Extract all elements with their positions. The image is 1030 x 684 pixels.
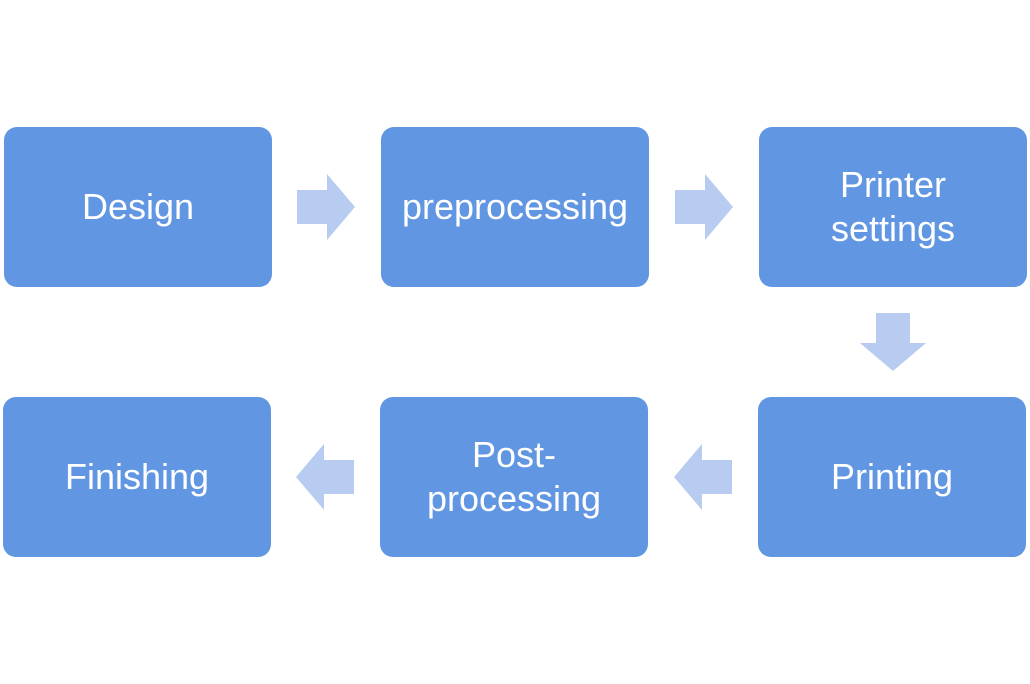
step-label: Post-processing [426, 434, 602, 519]
step-finishing: Finishing [3, 397, 271, 557]
arrow-left-icon [296, 444, 354, 510]
step-post-processing: Post-processing [380, 397, 648, 557]
arrow-right-icon [675, 174, 733, 240]
arrow-down-polygon [860, 313, 926, 371]
arrow-right-shape [675, 174, 733, 240]
step-label: Printer settings [830, 164, 956, 249]
arrow-down-shape [860, 313, 926, 371]
arrow-left-shape [296, 444, 354, 510]
step-printer-settings: Printer settings [759, 127, 1027, 287]
step-label: preprocessing [401, 186, 629, 227]
arrow-left-polygon [296, 444, 354, 510]
arrow-right-polygon [297, 174, 355, 240]
step-printing: Printing [758, 397, 1026, 557]
arrow-left-shape [674, 444, 732, 510]
step-label: Design [81, 186, 195, 227]
arrow-down-icon [860, 313, 926, 371]
step-design: Design [4, 127, 272, 287]
step-label: Finishing [64, 456, 210, 497]
step-preprocessing: preprocessing [381, 127, 649, 287]
step-label: Printing [830, 456, 954, 497]
arrow-left-polygon [674, 444, 732, 510]
arrow-left-icon [674, 444, 732, 510]
arrow-right-shape [297, 174, 355, 240]
arrow-right-polygon [675, 174, 733, 240]
arrow-right-icon [297, 174, 355, 240]
